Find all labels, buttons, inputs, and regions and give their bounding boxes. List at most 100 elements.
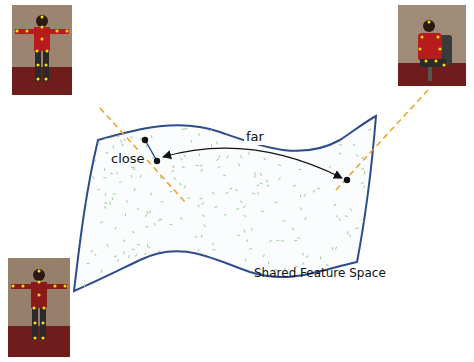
feature-speck [198,249,199,252]
feature-speck [224,214,227,215]
feature-speck [303,253,304,256]
feature-speck [350,209,352,211]
feature-speck [368,129,371,131]
feature-speck [123,240,125,242]
feature-speck [182,167,185,168]
feature-speck [339,153,342,154]
feature-speck [258,192,259,195]
feature-speck [109,202,111,205]
feature-speck [132,231,134,233]
feature-speck [240,156,242,158]
feature-speck [84,284,85,287]
feature-speck [218,156,220,159]
feature-speck [95,159,96,162]
feature-point [142,137,148,143]
feature-speck [335,247,336,250]
feature-speck [243,206,245,208]
feature-speck [191,140,192,143]
feature-speck [132,249,135,250]
feature-speck [294,240,297,241]
feature-speck [334,204,336,206]
feature-speck [364,171,366,174]
feature-speck [106,244,108,246]
feature-speck [184,155,186,157]
feature-speck [131,175,133,178]
feature-point [344,177,350,183]
feature-speck [151,135,153,138]
feature-speck [339,218,340,221]
feature-speck [275,202,278,204]
feature-speck [260,182,263,184]
feature-speck [260,173,261,176]
feature-speck [174,178,176,180]
feature-speck [86,202,88,205]
feature-speck [276,240,279,241]
feature-speck [196,165,199,166]
feature-speck [248,152,250,155]
feature-speck [170,191,173,193]
feature-speck [201,170,204,172]
feature-speck [245,259,247,262]
feature-speck [145,253,147,255]
feature-speck [151,192,152,195]
feature-speck [299,168,302,170]
feature-speck [132,168,135,169]
feature-speck [179,183,181,185]
feature-speck [119,181,122,183]
feature-speck [105,193,106,196]
feature-speck [173,165,174,168]
feature-speck [181,217,182,220]
feature-speck [356,155,358,157]
feature-speck [304,194,306,196]
feature-speck [236,208,239,210]
feature-speck [128,255,130,258]
feature-speck [225,192,228,193]
feature-speck [329,166,331,168]
feature-speck [200,165,202,167]
feature-speck [160,201,163,203]
distance-arrow [163,148,342,178]
feature-surface [74,116,376,291]
feature-speck [201,235,202,238]
feature-speck [252,193,255,195]
distance-label: far [244,129,266,145]
feature-speck [200,198,203,200]
feature-speck [209,130,212,131]
feature-speck [244,230,245,233]
feature-speck [283,220,286,221]
feature-speck [146,226,149,227]
feature-speck [293,185,296,186]
feature-speck [244,215,247,216]
feature-speck [202,215,205,217]
feature-speck [204,225,206,227]
feature-speck [235,189,238,190]
feature-speck [254,175,255,178]
photo-tpose [12,5,72,95]
feature-speck [112,145,114,148]
feature-speck [198,204,200,207]
feature-speck [240,201,242,203]
feature-speck [115,227,116,230]
feature-speck [199,153,200,156]
feature-speck [101,270,103,273]
feature-speck [230,188,232,190]
feature-speck [349,234,350,237]
photo-tpose [8,258,70,357]
feature-speck [105,138,108,139]
feature-speck [361,220,364,221]
feature-speck [264,158,266,160]
feature-speck [267,185,270,186]
feature-speck [104,206,106,208]
feature-speck [97,189,100,190]
feature-speck [106,152,108,154]
feature-speck [94,254,96,256]
feature-speck [137,208,139,211]
feature-speck [261,210,264,211]
feature-speck [213,249,216,251]
feature-speck [227,156,229,159]
feature-speck [149,210,151,213]
feature-speck [218,166,221,167]
feature-speck [211,144,212,147]
feature-speck [187,198,190,199]
